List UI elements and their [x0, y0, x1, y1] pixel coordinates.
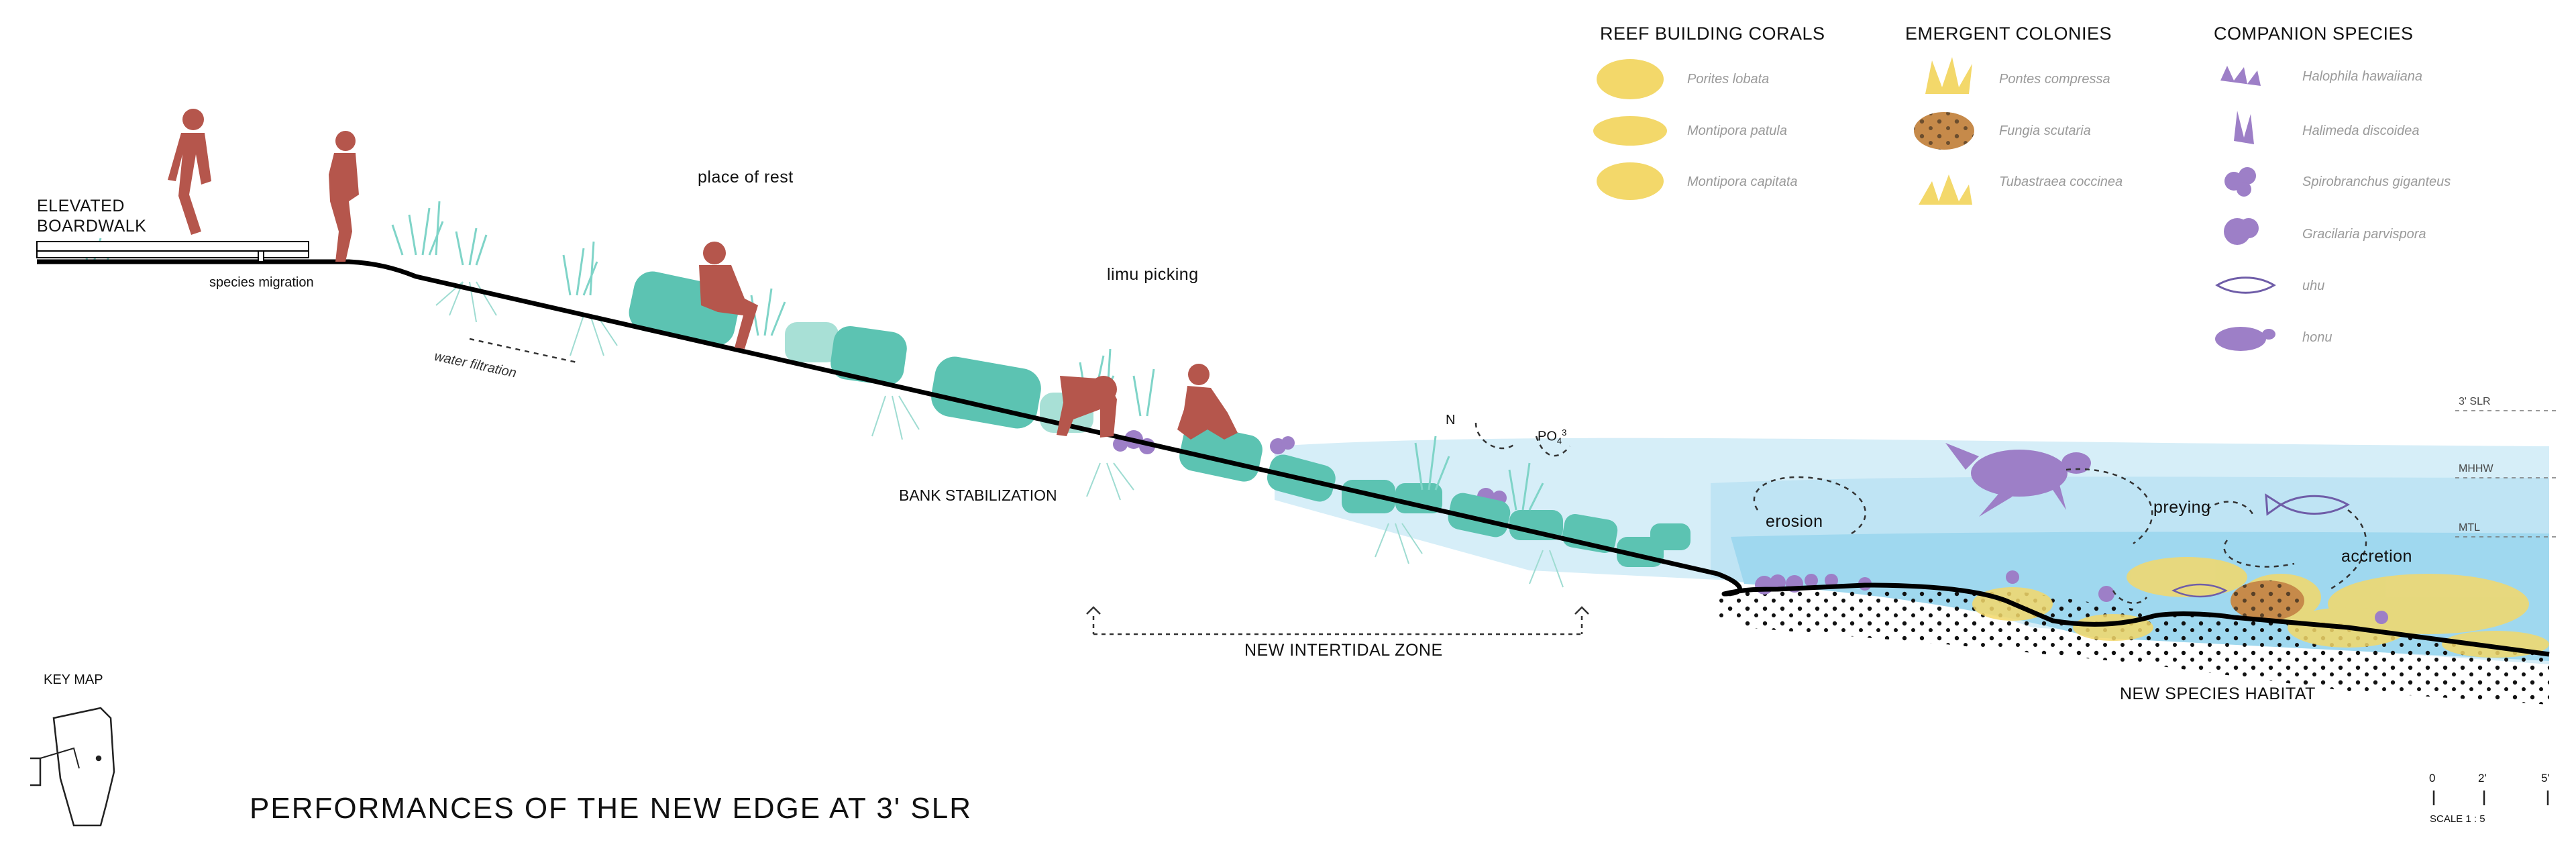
- phosphate-label: PO43: [1538, 427, 1566, 446]
- key-map: [30, 707, 115, 827]
- phosphate-sub: 4: [1556, 436, 1562, 446]
- scale-label: SCALE 1 : 5: [2430, 813, 2485, 825]
- legend-swatches: [1593, 57, 2276, 351]
- coral-brain: [2231, 580, 2304, 621]
- scale-tick-0: 0: [2429, 772, 2436, 784]
- legend-heading-reef: REEF BUILDING CORALS: [1600, 23, 1825, 44]
- legend-item-reef-2: Montipora patula: [1687, 123, 1787, 138]
- intertidal-zone-label: NEW INTERTIDAL ZONE: [1244, 641, 1443, 660]
- scale-tick-2: 2': [2478, 772, 2487, 784]
- boulders: [629, 271, 1690, 567]
- nitrogen-label: N: [1446, 413, 1456, 427]
- legend-item-reef-1: Porites lobata: [1687, 72, 1770, 87]
- legend-item-companion-2: Halimeda discoidea: [2302, 123, 2420, 138]
- tide-label-mhhw: MHHW: [2459, 463, 2493, 474]
- legend-item-emergent-3: Tubastraea coccinea: [1999, 174, 2123, 189]
- legend-item-companion-5: uhu: [2302, 278, 2325, 293]
- process-arrows: [469, 338, 2367, 604]
- scale-bar: [2432, 791, 2549, 805]
- boardwalk: [36, 241, 309, 262]
- legend-heading-companion: COMPANION SPECIES: [2214, 23, 2414, 44]
- intertidal-bracket: [1086, 606, 1589, 635]
- fish-icon: [2265, 493, 2350, 516]
- key-map-label: KEY MAP: [44, 672, 103, 687]
- ground-profile: [37, 259, 2550, 657]
- substrate-dots-left: [1717, 589, 1758, 627]
- boardwalk-label: ELEVATED BOARDWALK: [37, 197, 147, 236]
- legend-item-companion-4: Gracilaria parvispora: [2302, 227, 2426, 242]
- tide-lines: [2455, 410, 2556, 538]
- person-bending: [1057, 376, 1117, 438]
- preying-label: preying: [2153, 498, 2211, 517]
- limu-picking-label: limu picking: [1107, 265, 1199, 284]
- phosphate-text: PO: [1538, 429, 1557, 444]
- legend-item-companion-3: Spirobranchus giganteus: [2302, 174, 2451, 189]
- person-walking-2: [329, 131, 359, 262]
- legend-item-emergent-1: Pontes compressa: [1999, 72, 2110, 87]
- person-walking-1: [168, 109, 211, 235]
- person-crouching: [1177, 364, 1238, 440]
- scale-tick-5: 5': [2541, 772, 2550, 784]
- legend-item-companion-1: Halophila hawaiiana: [2302, 69, 2423, 84]
- species-habitat-label: NEW SPECIES HABITAT: [2120, 684, 2316, 703]
- legend-heading-emergent: EMERGENT COLONIES: [1905, 23, 2112, 44]
- tide-label-slr: 3' SLR: [2459, 396, 2491, 407]
- bank-stabilization-label: BANK STABILIZATION: [899, 487, 1057, 504]
- fish-icon-small: [2171, 583, 2228, 598]
- legend-item-reef-3: Montipora capitata: [1687, 174, 1798, 189]
- person-sitting: [699, 242, 758, 349]
- roots: [435, 281, 1564, 588]
- place-of-rest-label: place of rest: [698, 168, 794, 187]
- page-title: PERFORMANCES OF THE NEW EDGE AT 3' SLR: [250, 792, 973, 825]
- accretion-label: accretion: [2341, 547, 2412, 566]
- turtle-icon: [1945, 443, 2091, 517]
- substrate-dots: [1717, 591, 2549, 705]
- tide-label-mtl: MTL: [2459, 522, 2480, 533]
- legend-item-companion-6: honu: [2302, 330, 2332, 345]
- erosion-label: erosion: [1766, 512, 1823, 531]
- phosphate-sup: 3: [1562, 427, 1567, 438]
- species-migration-label: species migration: [209, 275, 314, 290]
- legend-item-emergent-2: Fungia scutaria: [1999, 123, 2091, 138]
